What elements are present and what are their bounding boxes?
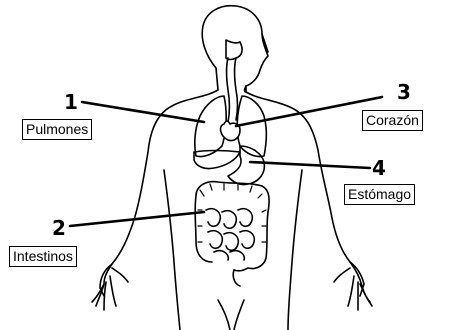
leader-line-2 — [70, 212, 204, 226]
organ-number-2: 2 — [52, 218, 66, 238]
right-hand — [334, 262, 372, 310]
large-intestine — [195, 182, 269, 271]
left-hand — [92, 264, 128, 310]
label-pulmones: Pulmones — [22, 119, 92, 140]
liver — [194, 151, 240, 169]
heart — [221, 121, 240, 141]
leader-line-1 — [82, 102, 204, 122]
trachea — [226, 40, 242, 122]
body-outline — [100, 6, 364, 330]
right-lung — [237, 96, 266, 157]
label-corazon: Corazón — [362, 110, 423, 131]
leader-line-3 — [236, 97, 382, 126]
label-intestinos: Intestinos — [9, 246, 77, 267]
organ-number-1: 1 — [64, 92, 78, 112]
organ-number-4: 4 — [372, 158, 386, 178]
small-intestine — [206, 209, 254, 260]
organ-number-3: 3 — [397, 82, 411, 102]
leader-line-4 — [250, 162, 370, 168]
label-estomago: Estómago — [344, 184, 415, 205]
